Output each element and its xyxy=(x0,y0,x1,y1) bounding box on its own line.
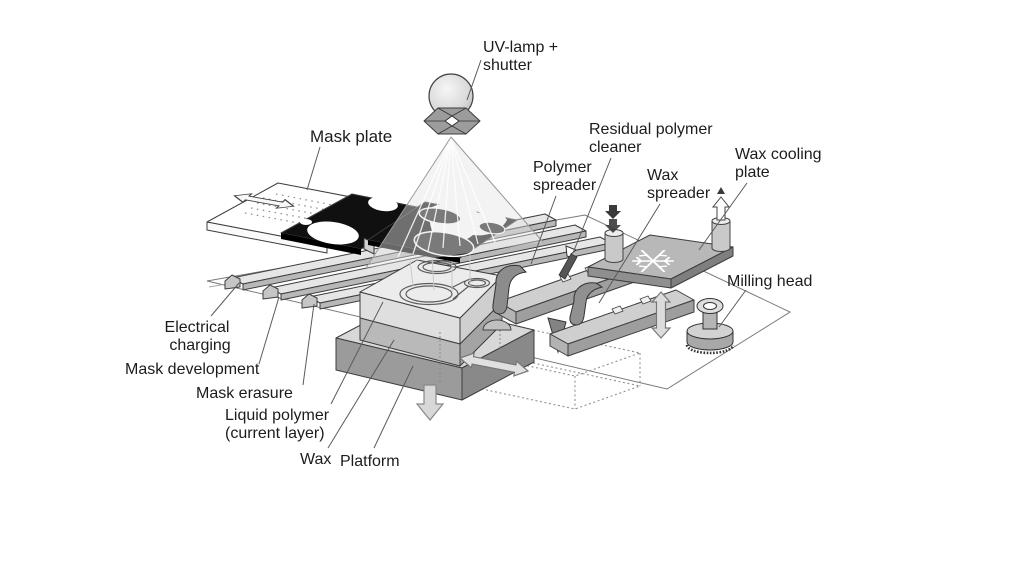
mask-section-developed xyxy=(280,193,433,255)
label-wax-spreader: Wax xyxy=(647,167,678,184)
label-mask-development: Mask development xyxy=(125,361,260,378)
labels: UV-lamp + shutter Mask plate Residual po… xyxy=(125,39,822,470)
label-wax-cooling-plate: plate xyxy=(735,164,770,181)
label-liquid-polymer: Liquid polymer xyxy=(225,407,330,424)
shutter-iris xyxy=(423,107,481,135)
up-arrow-icon xyxy=(711,196,731,221)
snowflake-icon xyxy=(631,249,675,273)
label-milling-head: Milling head xyxy=(727,273,812,290)
label-residual-cleaner: Residual polymer xyxy=(589,121,713,138)
label-uv-lamp: shutter xyxy=(483,57,533,74)
label-wax-spreader: spreader xyxy=(647,185,711,202)
label-electrical-charging: charging xyxy=(169,337,230,354)
slide-arrow-icon xyxy=(233,193,295,209)
down-arrow-icon xyxy=(415,384,445,421)
wax-spreader-blade xyxy=(569,282,604,326)
label-residual-cleaner: cleaner xyxy=(589,139,642,156)
milling-head-tool xyxy=(685,298,735,355)
label-uv-lamp: UV-lamp + xyxy=(483,39,558,56)
label-mask-plate: Mask plate xyxy=(310,127,392,146)
leader-lines xyxy=(210,59,748,449)
label-platform: Platform xyxy=(340,453,400,470)
label-polymer-spreader: Polymer xyxy=(533,159,592,176)
polymer-spreader-blade xyxy=(492,264,528,315)
wax-cooling-plate-assembly xyxy=(587,187,734,289)
uv-lamp-assembly xyxy=(423,73,481,135)
vertical-double-arrow-icon xyxy=(650,291,672,339)
label-wax: Wax xyxy=(300,451,331,468)
down-arrow-icon xyxy=(605,219,621,233)
cooling-pin-right xyxy=(711,187,731,252)
motion-arrows xyxy=(415,291,672,421)
label-electrical-charging: Electrical xyxy=(165,319,230,336)
down-arrow-icon xyxy=(605,205,621,219)
uv-light-cone xyxy=(365,136,544,269)
up-arrow-icon xyxy=(717,187,725,194)
part-cross-sections xyxy=(399,259,491,306)
horizontal-double-arrow-icon xyxy=(458,352,530,377)
label-mask-erasure: Mask erasure xyxy=(196,385,293,402)
label-wax-cooling-plate: Wax cooling xyxy=(735,146,822,163)
label-liquid-polymer: (current layer) xyxy=(225,425,325,442)
cooling-pin-left xyxy=(604,205,624,263)
label-polymer-spreader: spreader xyxy=(533,177,597,194)
